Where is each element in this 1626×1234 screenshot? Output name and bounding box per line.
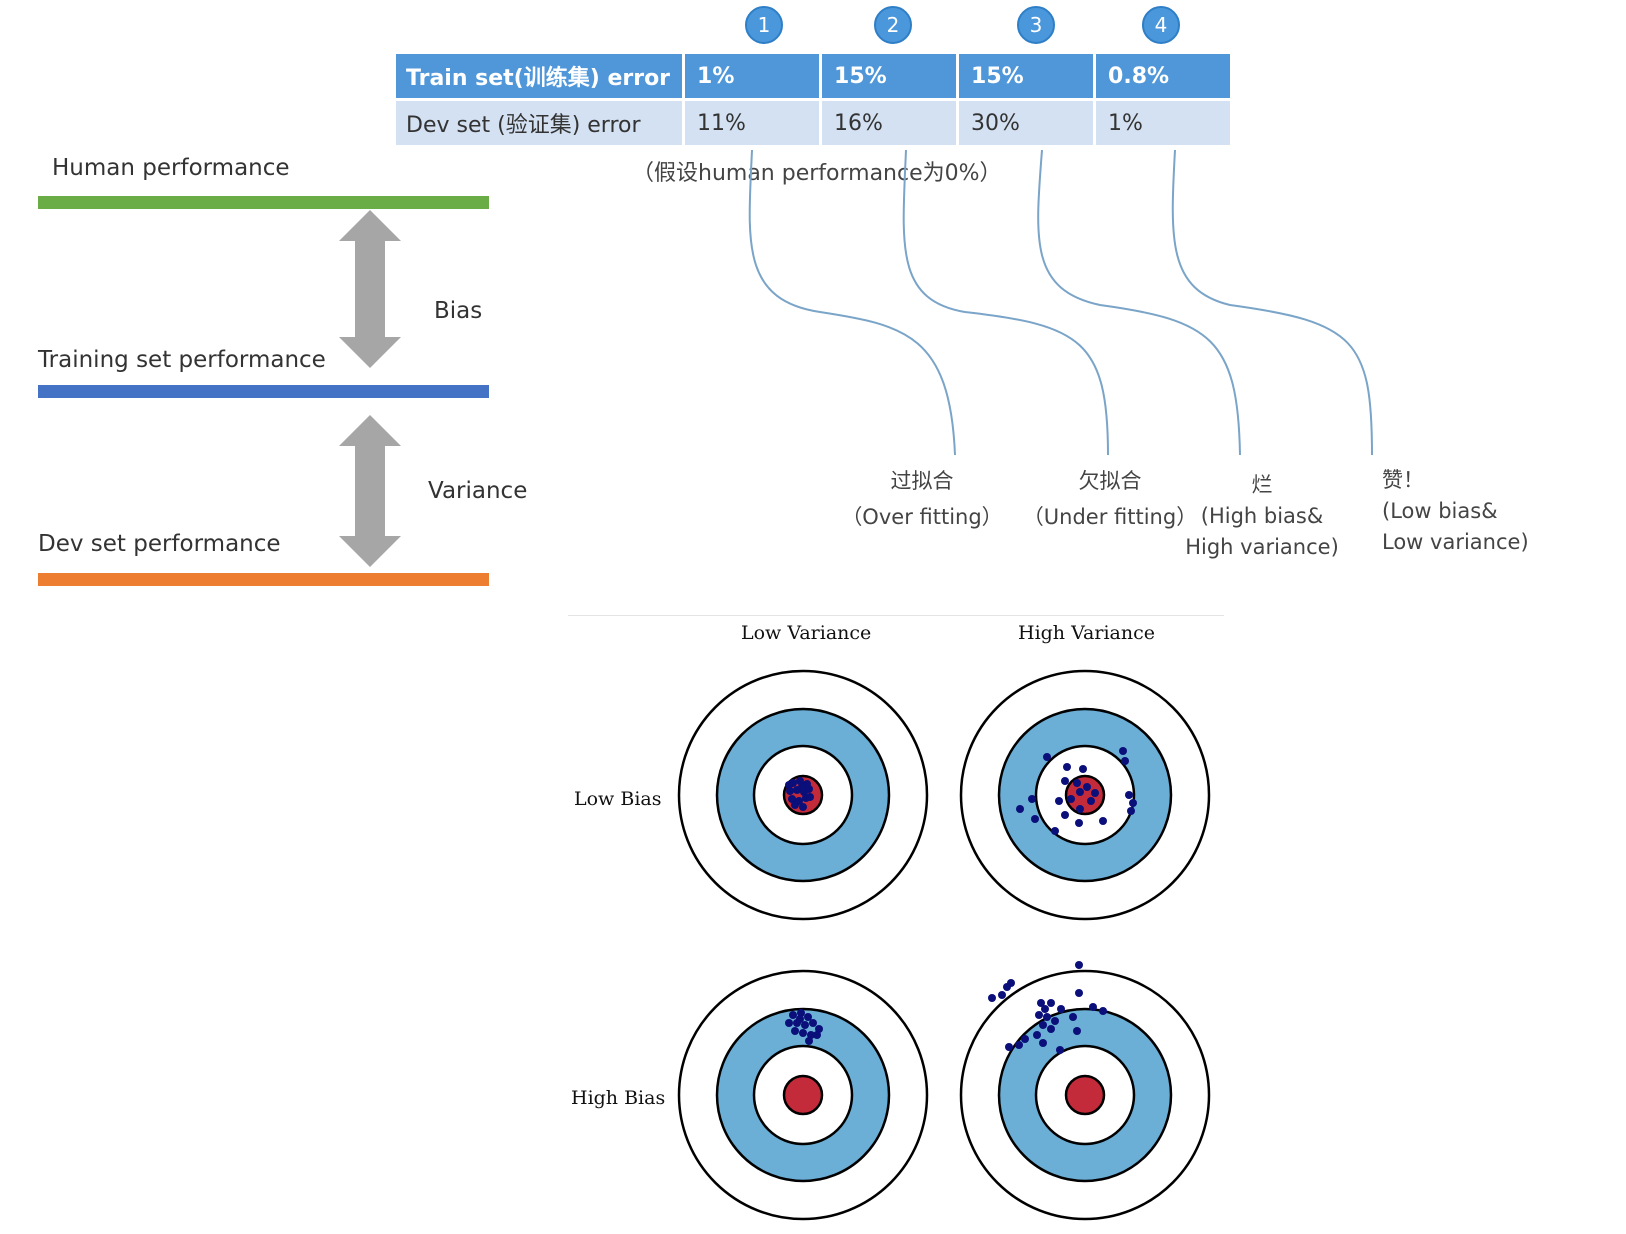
outcome-3-title: 烂 — [1251, 473, 1273, 497]
variance-label: Variance — [428, 478, 528, 504]
train-error-cell: 0.8% — [1094, 54, 1234, 101]
variance-arrow — [339, 415, 401, 567]
human-performance-bar — [38, 196, 489, 209]
outcome-1-title: 过拟合 — [890, 469, 954, 493]
dev-error-row: Dev set (验证集) error 11% 16% 30% 1% — [396, 99, 1234, 148]
outcome-1-desc: （Over fitting） — [841, 505, 1003, 529]
connector-lines — [748, 149, 1373, 456]
connector-curve-4 — [1171, 149, 1373, 456]
train-error-cell: 15% — [820, 54, 960, 101]
bias-arrow — [339, 210, 401, 368]
dev-error-header: Dev set (验证集) error — [396, 99, 686, 148]
connector-curve-2 — [902, 149, 1109, 456]
train-error-cell: 1% — [683, 54, 823, 101]
col-label-high-variance: High Variance — [1018, 622, 1155, 644]
connector-curve-1 — [748, 149, 956, 456]
target-high-bias-high-variance — [959, 961, 1211, 1221]
outcome-3-desc: (High bias& — [1200, 504, 1324, 528]
target-low-bias-low-variance — [677, 669, 929, 921]
outcome-3: 烂 (High bias& High variance) — [1172, 470, 1352, 563]
figure-divider — [568, 615, 1224, 616]
training-performance-bar — [38, 385, 489, 398]
target-low-bias-high-variance — [959, 669, 1211, 921]
outcome-4-title: 赞！ — [1382, 468, 1424, 492]
bias-label: Bias — [434, 298, 483, 324]
case-number-2: 2 — [874, 6, 912, 44]
outcome-2: 欠拟合 （Under fitting） — [1020, 465, 1200, 531]
case-number-4: 4 — [1142, 6, 1180, 44]
outcome-3-desc2: High variance) — [1185, 535, 1339, 559]
dev-performance-bar — [38, 573, 489, 586]
training-performance-label: Training set performance — [38, 347, 326, 373]
connector-curve-3 — [1037, 149, 1241, 456]
dev-error-cell: 30% — [957, 99, 1097, 148]
case-number-1: 1 — [745, 6, 783, 44]
train-error-cell: 15% — [957, 54, 1097, 101]
train-error-header: Train set(训练集) error — [396, 54, 686, 101]
outcome-2-title: 欠拟合 — [1078, 469, 1142, 493]
row-label-high-bias: High Bias — [571, 1087, 666, 1109]
human-performance-label: Human performance — [52, 155, 290, 181]
outcome-4-desc: (Low bias& — [1382, 499, 1498, 523]
target-high-bias-low-variance — [677, 969, 929, 1221]
col-label-low-variance: Low Variance — [741, 622, 872, 644]
case-number-3: 3 — [1017, 6, 1055, 44]
dev-error-cell: 11% — [683, 99, 823, 148]
row-label-low-bias: Low Bias — [574, 788, 662, 810]
train-error-row: Train set(训练集) error 1% 15% 15% 0.8% — [396, 54, 1234, 101]
outcome-2-desc: （Under fitting） — [1022, 505, 1198, 529]
outcome-4-desc2: Low variance) — [1382, 530, 1529, 554]
table-footnote: （假设human performance为0%） — [632, 161, 1002, 186]
dev-performance-label: Dev set performance — [38, 531, 281, 557]
outcome-4: 赞！ (Low bias& Low variance) — [1382, 465, 1529, 558]
error-table: Train set(训练集) error 1% 15% 15% 0.8% Dev… — [396, 54, 1234, 148]
dev-error-cell: 16% — [820, 99, 960, 148]
outcome-1: 过拟合 （Over fitting） — [832, 465, 1012, 531]
dev-error-cell: 1% — [1094, 99, 1234, 148]
